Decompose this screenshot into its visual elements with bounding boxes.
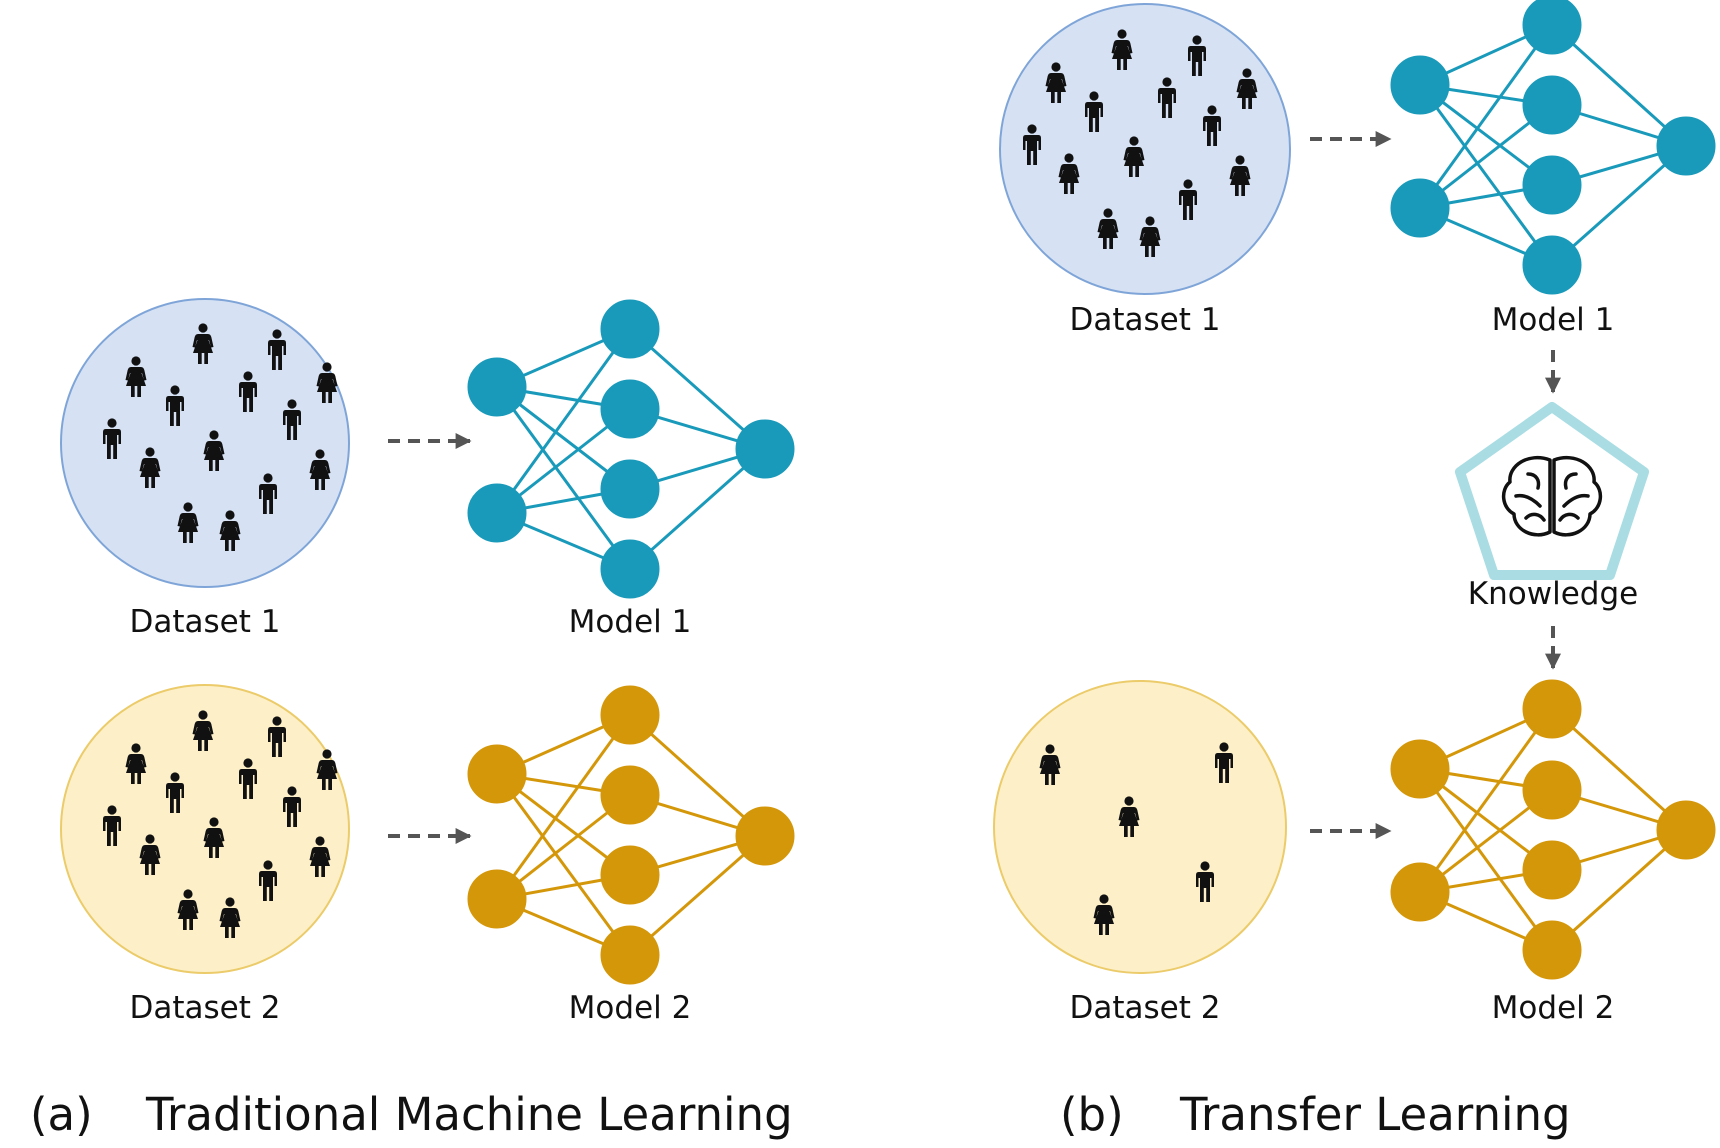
dataset-2-circle-b bbox=[993, 680, 1287, 974]
panel-b bbox=[993, 0, 1716, 980]
model-1-label-b: Model 1 bbox=[1491, 302, 1615, 338]
knowledge-label: Knowledge bbox=[1467, 576, 1639, 612]
dataset-1-label-b: Dataset 1 bbox=[1069, 302, 1221, 338]
model-2-label-a: Model 2 bbox=[568, 990, 692, 1026]
model-1-network-a bbox=[467, 299, 795, 599]
panel-a-marker: (a) bbox=[30, 1088, 93, 1141]
dataset-1-label-a: Dataset 1 bbox=[129, 604, 281, 640]
brain-icon bbox=[1501, 456, 1603, 537]
panel-a-title: Traditional Machine Learning bbox=[146, 1088, 793, 1141]
model-2-network-a bbox=[467, 685, 795, 985]
dataset-1-circle-b bbox=[999, 3, 1291, 295]
model-2-label-b: Model 2 bbox=[1491, 990, 1615, 1026]
model-1-network-b bbox=[1390, 0, 1716, 295]
model-2-network-b bbox=[1390, 679, 1716, 980]
panel-b-title: Transfer Learning bbox=[1180, 1088, 1571, 1141]
panel-b-marker: (b) bbox=[1060, 1088, 1124, 1141]
knowledge-pentagon bbox=[1455, 402, 1649, 580]
model-1-label-a: Model 1 bbox=[568, 604, 692, 640]
dataset-2-label-b: Dataset 2 bbox=[1069, 990, 1221, 1026]
dataset-2-label-a: Dataset 2 bbox=[129, 990, 281, 1026]
panel-a bbox=[60, 298, 795, 985]
